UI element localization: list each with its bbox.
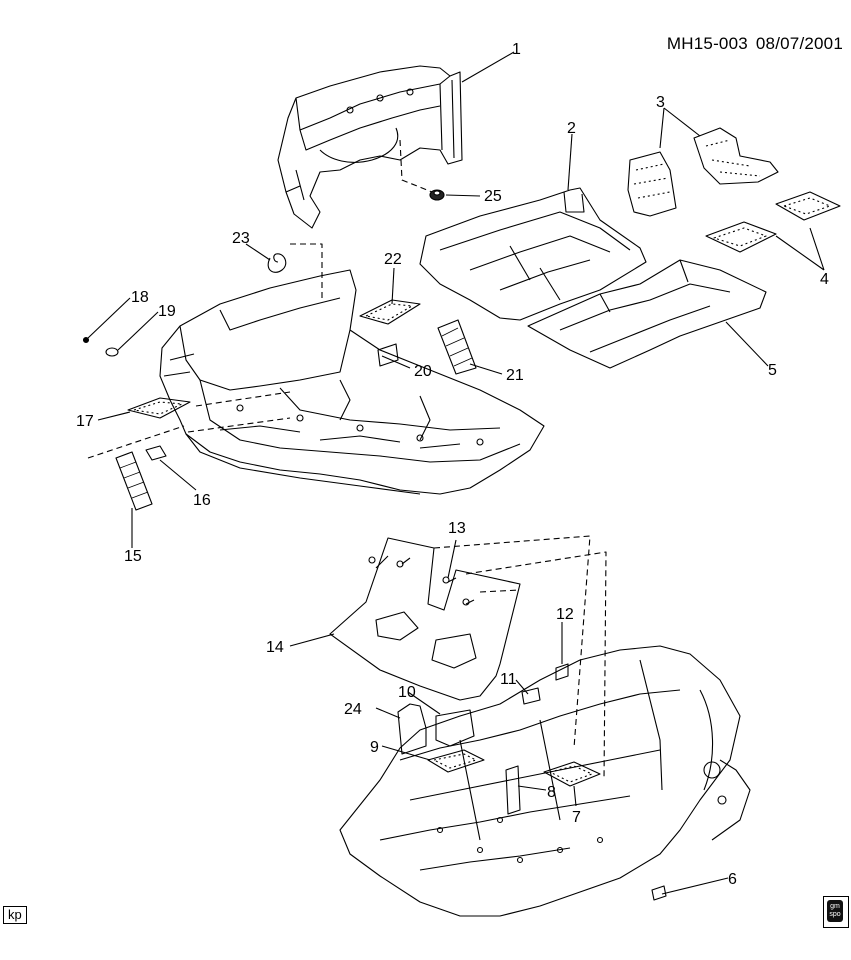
callout-22: 22 — [384, 251, 402, 268]
logo-text: gm spo — [827, 900, 843, 922]
callout-4: 4 — [820, 271, 829, 288]
callout-21: 21 — [506, 367, 524, 384]
callout-16: 16 — [193, 492, 211, 509]
rear-seat-insulator-part — [329, 537, 521, 701]
leader-lines — [87, 51, 825, 895]
callout-7: 7 — [572, 809, 581, 826]
callout-1: 1 — [512, 41, 521, 58]
callout-14: 14 — [266, 639, 284, 656]
grommet-part — [429, 189, 445, 201]
insulator-pad-part — [127, 299, 421, 461]
callout-25: 25 — [484, 188, 502, 205]
gm-spo-logo: gm spo — [823, 896, 849, 928]
diagram-header: MH15-003 08/07/2001 — [667, 34, 843, 54]
callout-10: 10 — [398, 684, 416, 701]
callout-8: 8 — [547, 784, 556, 801]
callout-20: 20 — [414, 363, 432, 380]
diagram-date: 08/07/2001 — [755, 34, 843, 53]
callout-3: 3 — [656, 94, 665, 111]
diagram-code: MH15-003 — [666, 34, 748, 53]
callout-12: 12 — [556, 606, 574, 623]
callout-19: 19 — [158, 303, 176, 320]
callout-17: 17 — [76, 413, 94, 430]
callout-9: 9 — [370, 739, 379, 756]
rear-floor-mat-part — [705, 191, 841, 253]
callout-23: 23 — [232, 230, 250, 247]
dash-panel-part — [277, 65, 463, 229]
callout-5: 5 — [768, 362, 777, 379]
front-floor-mat-part — [627, 127, 779, 217]
front-carpet-part — [419, 187, 647, 321]
rear-carpet-part — [527, 259, 767, 369]
clip-part — [267, 253, 287, 273]
callout-6: 6 — [728, 871, 737, 888]
callout-24: 24 — [344, 701, 362, 718]
rear-insulator-pieces-part — [397, 663, 667, 901]
front-floor-pan-part — [159, 269, 545, 495]
footer-tag: kp — [3, 906, 27, 924]
callout-labels: 1 2 3 4 5 6 7 8 9 10 11 12 13 14 15 16 1… — [76, 41, 829, 888]
callout-13: 13 — [448, 520, 466, 537]
screw-part — [368, 556, 470, 606]
fastener-part — [82, 336, 119, 357]
callout-11: 11 — [500, 671, 517, 688]
callout-15: 15 — [124, 548, 142, 565]
hatched-insulator-part — [115, 319, 477, 511]
callout-18: 18 — [131, 289, 149, 306]
callout-2: 2 — [567, 120, 576, 137]
